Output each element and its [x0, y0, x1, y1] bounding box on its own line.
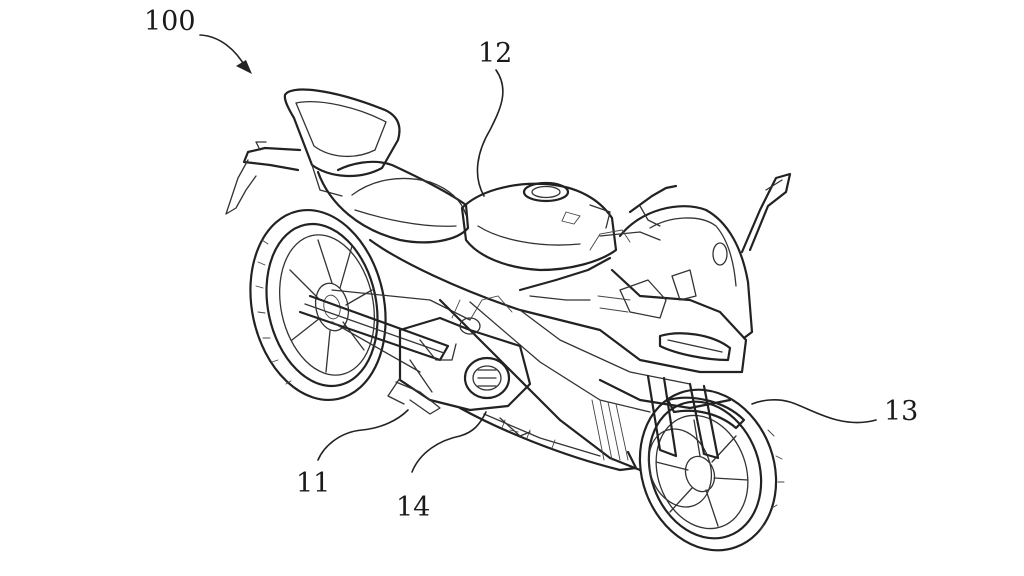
- tail-and-seat: [225, 88, 470, 244]
- arrowhead-100: [236, 60, 252, 74]
- handlebars: [518, 184, 678, 301]
- leader-12: [476, 69, 504, 197]
- footpeg-and-stand: [387, 377, 531, 437]
- leader-13: [751, 399, 877, 424]
- fuel-tank: [460, 181, 618, 272]
- leader-lines: [199, 34, 877, 473]
- front-wheel: [638, 374, 785, 552]
- side-fairing: [368, 238, 748, 472]
- leader-14: [411, 411, 487, 473]
- label-12: 12: [478, 38, 513, 69]
- label-11: 11: [296, 468, 331, 499]
- engine: [395, 295, 629, 461]
- label-13: 13: [884, 396, 919, 427]
- leader-100: [199, 34, 247, 69]
- label-100: 100: [144, 6, 196, 37]
- swingarm: [298, 289, 471, 373]
- front-fairing: [597, 172, 792, 362]
- label-14: 14: [396, 492, 431, 523]
- leader-11: [317, 409, 409, 461]
- rear-wheel: [249, 209, 387, 401]
